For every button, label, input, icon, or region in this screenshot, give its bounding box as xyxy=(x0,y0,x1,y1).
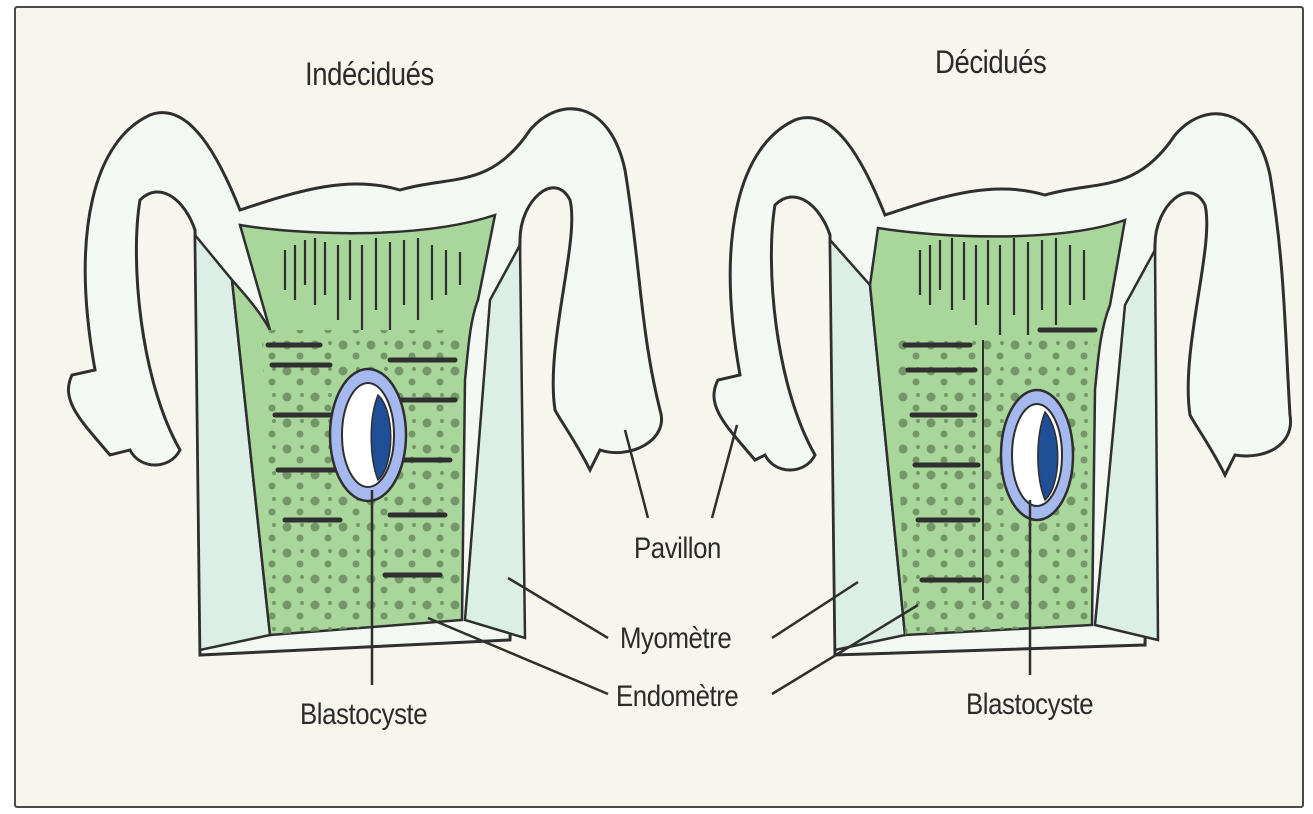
panel-indecidues xyxy=(68,109,661,655)
label-blastocyste-left: Blastocyste xyxy=(300,698,427,732)
panel-title-indecidues: Indécidués xyxy=(305,56,434,93)
label-endometre: Endomètre xyxy=(616,680,738,714)
panel-decidues xyxy=(714,114,1291,655)
label-blastocyste-right: Blastocyste xyxy=(966,688,1093,722)
label-myometre: Myomètre xyxy=(620,622,731,656)
panel-title-decidues: Décidués xyxy=(935,44,1046,81)
label-pavillon: Pavillon xyxy=(634,532,721,566)
